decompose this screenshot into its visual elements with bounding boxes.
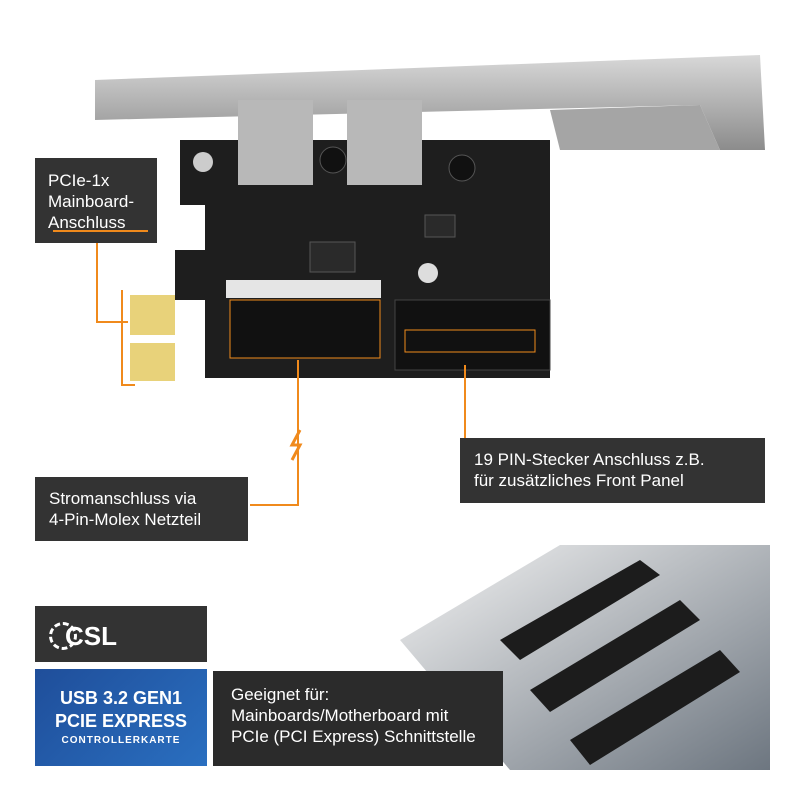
callout-lines <box>96 243 466 506</box>
product-line1: USB 3.2 GEN1 <box>59 688 183 708</box>
callout-line: Mainboard- <box>48 192 134 211</box>
callout-line: 4-Pin-Molex Netzteil <box>49 510 202 529</box>
19pin-connector <box>394 299 551 371</box>
product-line2: PCIE EXPRESS <box>54 711 188 731</box>
usb-port-1 <box>238 100 313 185</box>
callout-line: PCIe-1x <box>48 171 110 190</box>
molex-connector <box>229 299 381 359</box>
callout-line: Mainboards/Motherboard mit <box>231 706 449 725</box>
accent-underline <box>53 230 148 232</box>
callout-line: für zusätzliches Front Panel <box>474 471 684 490</box>
pin19-callout: 19 PIN-Stecker Anschluss z.B. für zusätz… <box>460 438 765 503</box>
pcie-callout: PCIe-1x Mainboard- Anschluss <box>35 158 157 243</box>
callout-line: Stromanschluss via <box>49 489 197 508</box>
lightning-icon <box>289 429 303 461</box>
pcb-card <box>130 100 551 381</box>
logo-ring-icon <box>49 622 77 651</box>
slot-bracket <box>95 55 765 150</box>
callout-line: Geeignet für: <box>231 685 330 704</box>
csl-logo: CSL <box>35 606 207 662</box>
pcie-contacts <box>130 295 175 335</box>
product-badge: USB 3.2 GEN1 PCIE EXPRESS CONTROLLERKART… <box>35 669 207 766</box>
usb-port-2 <box>347 100 422 185</box>
product-line3: CONTROLLERKARTE <box>61 735 181 746</box>
callout-line: 19 PIN-Stecker Anschluss z.B. <box>474 450 705 469</box>
suitable-callout: Geeignet für: Mainboards/Motherboard mit… <box>213 671 503 766</box>
callout-line: PCIe (PCI Express) Schnittstelle <box>231 727 476 746</box>
callout-line: Anschluss <box>48 213 126 232</box>
logo-text: CSL <box>65 621 117 652</box>
molex-callout: Stromanschluss via 4-Pin-Molex Netzteil <box>35 477 248 541</box>
